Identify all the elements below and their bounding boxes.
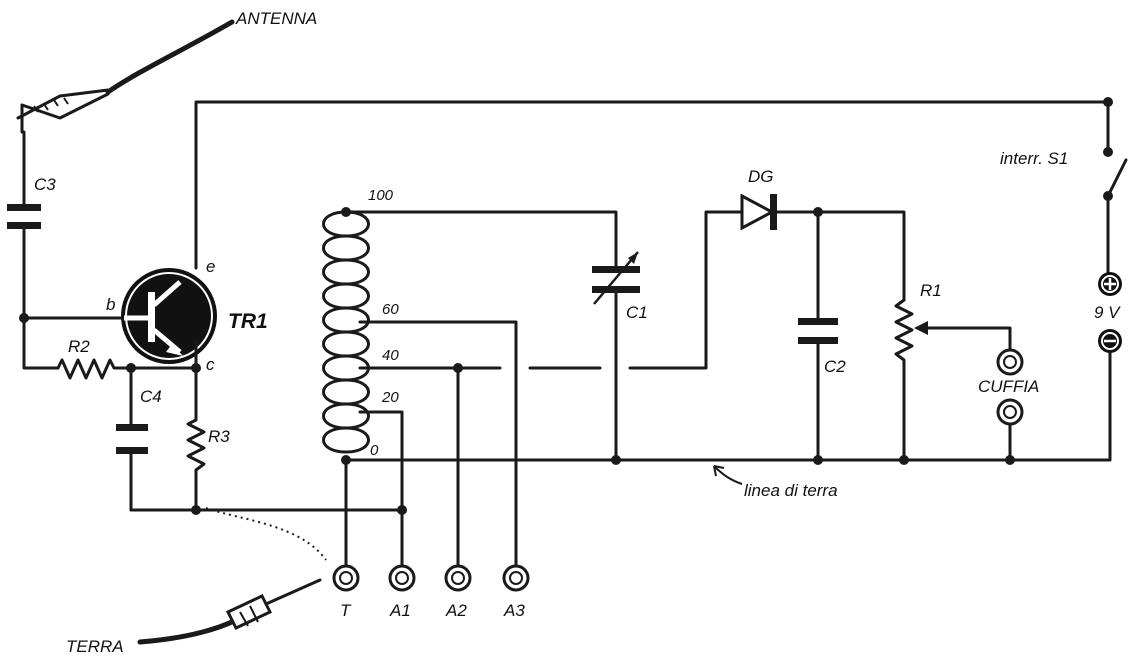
- dg-label: DG: [748, 167, 774, 186]
- terra-stray-line: [205, 507, 327, 561]
- interr-label: interr. S1: [1000, 149, 1068, 168]
- c4-label: C4: [140, 387, 162, 406]
- r1-potentiometer: [894, 298, 914, 462]
- junction-a1: [397, 505, 407, 515]
- terminal-a3[interactable]: [502, 564, 530, 592]
- base-label: b: [106, 295, 115, 314]
- c1-arrowhead: [628, 252, 638, 264]
- s1-lever[interactable]: [1106, 158, 1128, 198]
- terminal-a2-label: A2: [445, 601, 467, 620]
- diode-input-wire: [658, 210, 744, 370]
- antenna-label: ANTENNA: [235, 9, 317, 28]
- tr1-label: TR1: [228, 310, 268, 333]
- cuffia-label: CUFFIA: [978, 377, 1039, 396]
- c1-label: C1: [626, 303, 648, 322]
- tap-40-label: 40: [382, 347, 399, 364]
- c4-plate-top: [116, 424, 148, 431]
- r3-label: R3: [208, 427, 230, 446]
- c4-plate-bottom: [116, 447, 148, 454]
- battery-plus-icon: [1098, 272, 1122, 296]
- r1-wiper-wire: [922, 326, 1012, 352]
- c3-plate-top: [7, 204, 41, 211]
- c1-plate-bottom: [592, 286, 640, 293]
- r3-resistor: [186, 358, 206, 512]
- c2-label: C2: [824, 357, 846, 376]
- linea-arrow: [713, 465, 743, 485]
- terminal-a1[interactable]: [388, 564, 416, 592]
- junction-top-right: [1103, 97, 1113, 107]
- linea-label: linea di terra: [744, 481, 838, 500]
- terminal-t[interactable]: [332, 564, 360, 592]
- r1-wiper-arrow: [914, 321, 928, 335]
- r2-resistor: [56, 358, 198, 380]
- tr1-transistor: [121, 268, 217, 364]
- tap-60-label: 60: [382, 301, 399, 318]
- r2-left-wire: [22, 316, 60, 370]
- antenna-clip: [16, 19, 235, 134]
- tap-0-label: 0: [370, 442, 379, 459]
- r2-label: R2: [68, 337, 90, 356]
- terra-label: TERRA: [66, 637, 124, 656]
- diode-bar: [770, 194, 777, 230]
- diode-output-wire: [774, 210, 906, 302]
- cuffia-jack-top[interactable]: [996, 348, 1024, 376]
- junction-r3-ground: [191, 505, 201, 515]
- c3-plate-bottom: [7, 222, 41, 229]
- diode-triangle: [740, 193, 776, 231]
- cuffia-jack-bottom[interactable]: [996, 398, 1024, 426]
- volt-label: 9 V: [1094, 303, 1121, 322]
- tap-20-wire: [358, 410, 404, 572]
- c3-label: C3: [34, 175, 56, 194]
- collector-label: c: [206, 355, 215, 374]
- ground-line: [344, 350, 1112, 462]
- battery-minus-icon: [1098, 329, 1122, 353]
- terminal-a3-label: A3: [503, 601, 525, 620]
- s1-contact-top: [1103, 147, 1113, 157]
- terra-plug-icon: [137, 578, 322, 645]
- emitter-label: e: [206, 257, 215, 276]
- terminal-t-label: T: [340, 601, 352, 620]
- tap-100-label: 100: [368, 187, 394, 204]
- tap-100-wire: [344, 210, 618, 264]
- r1-label: R1: [920, 281, 942, 300]
- c2-plate-bottom: [798, 337, 838, 344]
- c2-plate-top: [798, 318, 838, 325]
- terminal-a1-label: A1: [389, 601, 411, 620]
- tap-60-wire: [358, 320, 518, 572]
- tapped-coil: [322, 210, 370, 454]
- c1-plate-top: [592, 266, 640, 273]
- emitter-top-wire: [194, 100, 1110, 270]
- terminal-a2[interactable]: [444, 564, 472, 592]
- tap-20-label: 20: [381, 389, 399, 406]
